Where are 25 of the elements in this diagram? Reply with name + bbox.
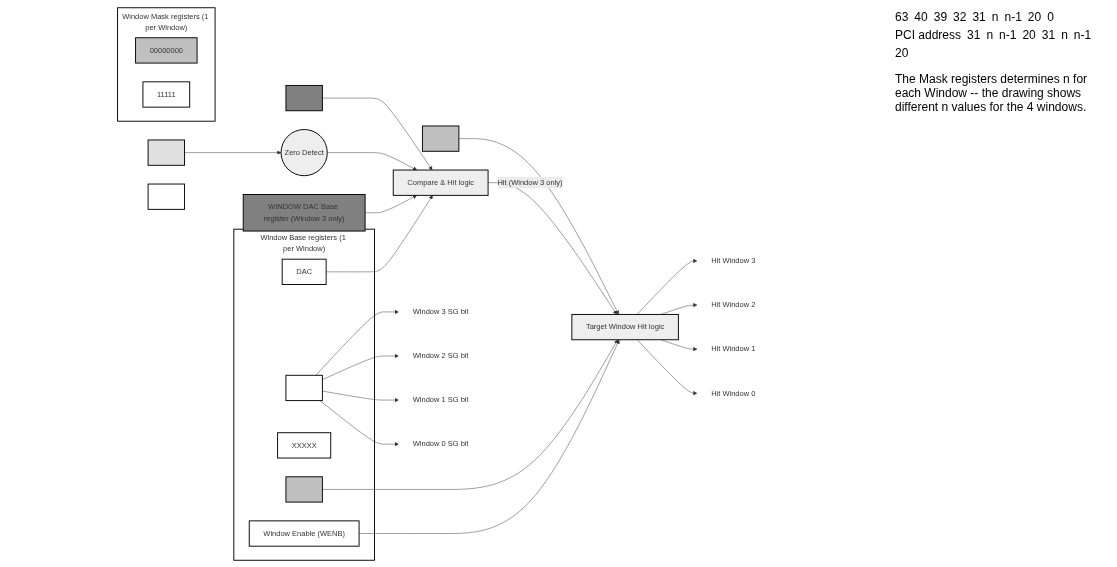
bit-label: 20 (895, 46, 909, 60)
node-box (285, 374, 323, 401)
bit-label: n-1 (999, 28, 1017, 42)
bit-label: 31 (1041, 28, 1056, 42)
node-box (285, 475, 323, 503)
bit-label: n (1061, 28, 1068, 42)
bit-label: 0 (1047, 10, 1054, 24)
bit-label: n-1 (1073, 28, 1092, 42)
bit-label: 20 (1027, 10, 1042, 24)
node-box (421, 125, 460, 152)
bit-label: n-1 (1004, 10, 1022, 24)
bit-label: 63 (895, 10, 909, 24)
bit-label: 40 (914, 10, 928, 24)
bit-label: n (991, 10, 999, 24)
node-box (147, 183, 186, 210)
node-box (147, 139, 186, 166)
note-text: The Mask registers determines n for each Window -- the drawing shows different n values for the 4 windows. (895, 72, 1089, 114)
bit-label: n (986, 28, 994, 42)
bit-label: 31 (967, 28, 981, 42)
bit-label: PCI address (895, 28, 962, 42)
bit-label: 20 (1022, 28, 1036, 42)
bit-label: 31 (972, 10, 986, 24)
bit-label: 32 (953, 10, 967, 24)
node-box (285, 84, 323, 111)
bit-label: 39 (933, 10, 948, 24)
